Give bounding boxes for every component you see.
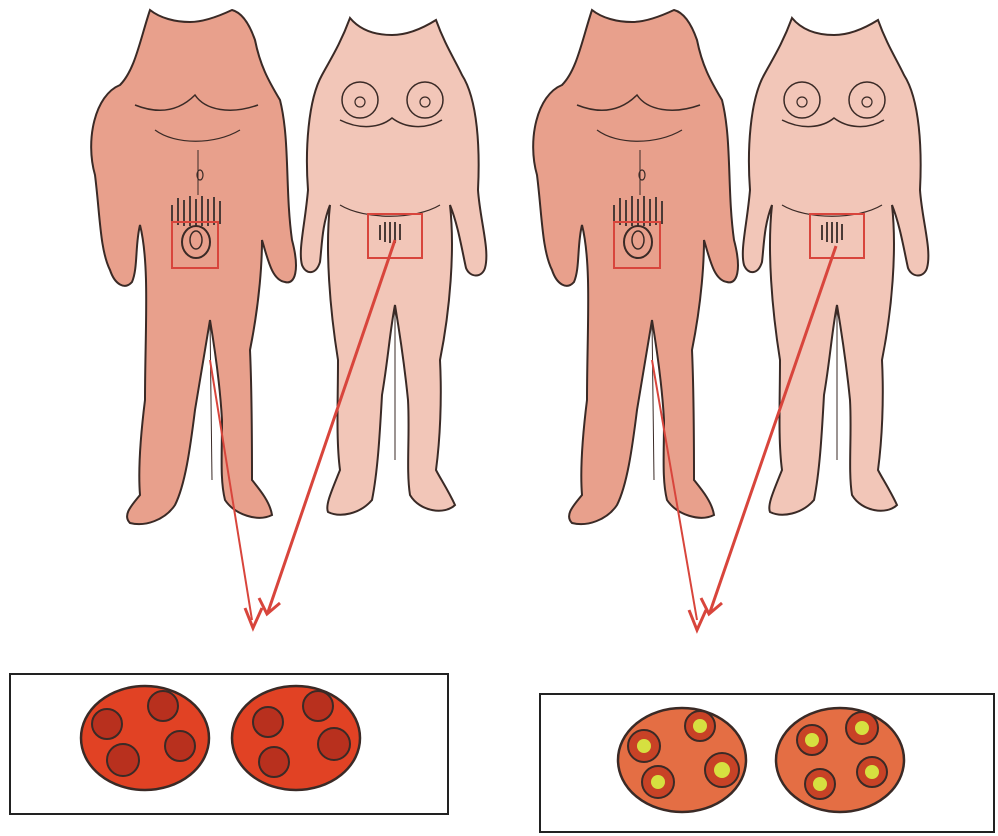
female-figure-icon <box>301 18 487 515</box>
petri-dish-icon <box>232 686 360 790</box>
arrowhead-male <box>245 608 262 628</box>
petri-dish-icon <box>618 708 746 812</box>
left-panel <box>10 10 486 814</box>
slide-right <box>540 694 994 832</box>
arrowhead-male <box>689 610 706 630</box>
petri-dish-icon <box>776 708 904 812</box>
right-panel <box>533 10 928 630</box>
slide-left <box>10 674 448 814</box>
petri-dish-icon <box>81 686 209 790</box>
